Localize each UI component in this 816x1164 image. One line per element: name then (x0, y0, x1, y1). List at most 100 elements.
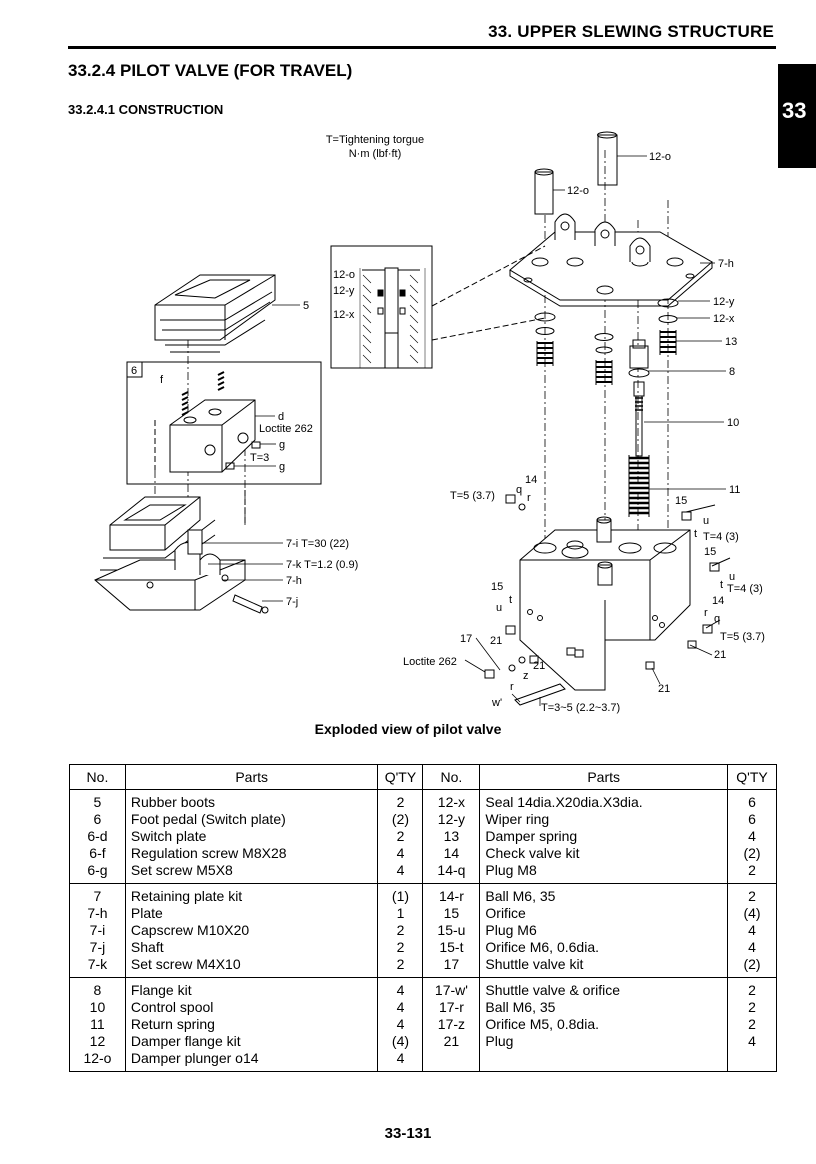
label-5: 5 (303, 300, 309, 312)
label-10: 10 (727, 417, 739, 429)
label-z: z (523, 670, 529, 682)
label-t-a: t (694, 528, 697, 540)
header-qty-right: Q'TY (727, 764, 777, 790)
chapter-title: 33. UPPER SLEWING STRUCTURE (488, 22, 774, 41)
label-q-a: q (516, 484, 522, 496)
label-17: 17 (460, 633, 472, 645)
label-t4-b: T=4 (3) (727, 583, 763, 595)
label-t5-a: T=5 (3.7) (450, 490, 495, 502)
leader-lines (202, 155, 726, 706)
label-12x: 12-x (713, 313, 735, 325)
header-rule (68, 46, 776, 49)
label-14-b: 14 (712, 595, 724, 607)
label-15-b: 15 (704, 546, 716, 558)
label-t-c: t (509, 594, 512, 606)
header-parts-right: Parts (479, 764, 728, 790)
label-t5-b: T=5 (3.7) (720, 631, 765, 643)
label-12o-a: 12-o (567, 185, 589, 197)
valve-body (519, 516, 691, 691)
label-21-c: 21 (714, 649, 726, 661)
label-8: 8 (729, 366, 735, 378)
inset-label-12y: 12-y (333, 285, 355, 297)
foot-pedal-box-6 (126, 361, 322, 525)
label-21-d: 21 (658, 683, 670, 695)
right-spool-stack (628, 298, 679, 517)
small-hardware (484, 494, 731, 706)
label-7h: 7-h (718, 258, 734, 270)
label-f: f (160, 374, 164, 386)
exploded-view-figure: T=Tightening torgue N·m (lbf·ft) (94, 131, 765, 714)
label-t3: T=3 (250, 452, 269, 464)
inset-label-12x: 12-x (333, 309, 355, 321)
header-no-left: No. (69, 764, 126, 790)
label-21-a: 21 (490, 635, 502, 647)
label-14-a: 14 (525, 474, 537, 486)
section-title: 33.2.4 PILOT VALVE (FOR TRAVEL) (68, 61, 353, 80)
label-r: r (510, 681, 514, 693)
header-qty-left: Q'TY (377, 764, 424, 790)
page-number: 33-131 (384, 1125, 432, 1142)
label-7i: 7-i T=30 (22) (286, 538, 349, 550)
label-q-b: q (714, 613, 720, 625)
label-6: 6 (131, 365, 137, 377)
label-r-b: r (704, 607, 708, 619)
label-g1: g (279, 439, 285, 451)
subsection-title: 33.2.4.1 CONSTRUCTION (68, 102, 224, 117)
label-u-b: u (729, 571, 735, 583)
label-11: 11 (729, 484, 740, 496)
damper-plunger-12o (534, 131, 618, 215)
rubber-boot-5 (154, 274, 276, 353)
left-spring-stack (534, 312, 614, 385)
label-21-b: 21 (533, 660, 545, 672)
label-r-a: r (527, 492, 531, 504)
plate-7h (509, 213, 713, 307)
label-15-c: 15 (491, 581, 503, 593)
label-u-a: u (703, 515, 709, 527)
label-12y: 12-y (713, 296, 735, 308)
label-7k: 7-k T=1.2 (0.9) (286, 559, 358, 571)
chapter-tab-number: 33 (782, 98, 807, 123)
label-w: w' (491, 697, 502, 709)
label-13: 13 (725, 336, 737, 348)
inset-label-12o: 12-o (333, 269, 355, 281)
label-t-b: t (720, 579, 723, 591)
figure-caption: Exploded view of pilot valve (314, 721, 502, 737)
label-d: d (278, 411, 284, 423)
seal-detail-inset (330, 245, 546, 369)
label-15-a: 15 (675, 495, 687, 507)
label-12o-b: 12-o (649, 151, 671, 163)
torque-note-line1: T=Tightening torgue (326, 134, 424, 146)
label-t4-a: T=4 (3) (703, 531, 739, 543)
label-loctite-a: Loctite 262 (259, 423, 313, 435)
label-u-c: u (496, 602, 502, 614)
label-loctite-b: Loctite 262 (403, 656, 457, 668)
label-g2: g (279, 461, 285, 473)
header-parts-left: Parts (124, 764, 379, 790)
parts-table-header: No. Parts Q'TY No. Parts Q'TY (69, 764, 777, 790)
torque-note-line2: N·m (lbf·ft) (349, 148, 402, 160)
label-t3-5: T=3~5 (2.2~3.7) (541, 702, 620, 714)
chapter-tab: 33 (778, 64, 816, 168)
